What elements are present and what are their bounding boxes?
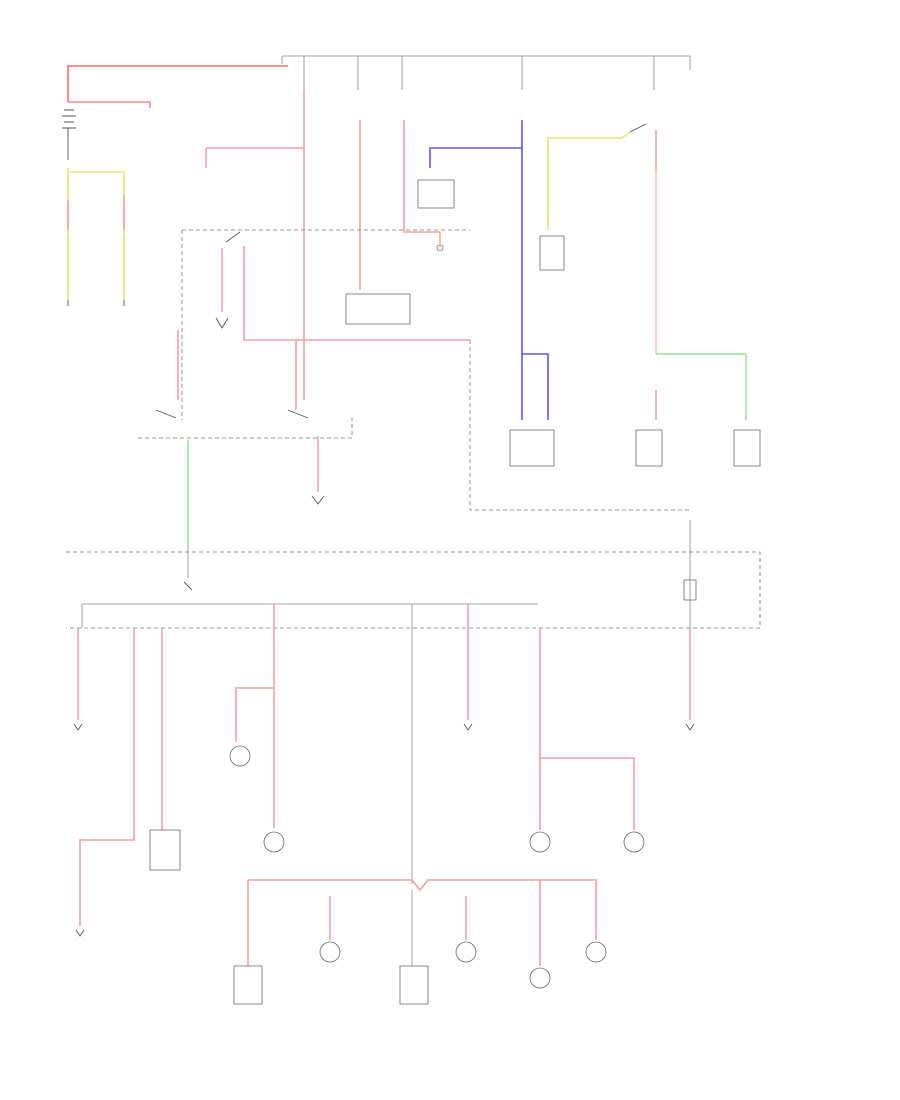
lamp bbox=[319, 941, 341, 963]
top-power-section bbox=[62, 55, 761, 548]
lamp bbox=[455, 941, 477, 963]
lower-lighting-section bbox=[73, 604, 695, 1005]
lamp-assembly-right-3 bbox=[733, 429, 761, 467]
lamp-housing bbox=[233, 965, 263, 1005]
lamp-assembly-right-2 bbox=[635, 429, 663, 467]
lamp-housing bbox=[399, 965, 429, 1005]
lamp-housing bbox=[149, 829, 181, 871]
lamp bbox=[585, 941, 607, 963]
lamp bbox=[529, 831, 551, 853]
lamp bbox=[623, 831, 645, 853]
battery bbox=[62, 109, 76, 160]
lamp bbox=[529, 967, 551, 989]
fuse-block bbox=[66, 520, 761, 629]
lamp bbox=[229, 745, 251, 767]
lamp bbox=[263, 831, 285, 853]
lamp-assembly-right-1 bbox=[509, 429, 555, 467]
